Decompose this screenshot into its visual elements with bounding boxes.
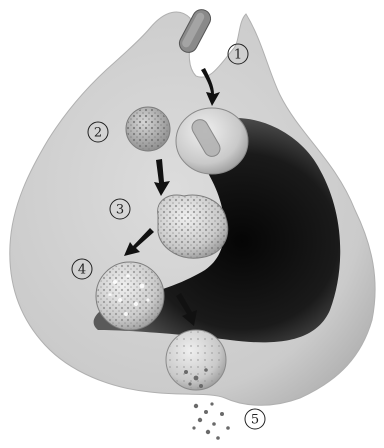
svg-text:1: 1	[234, 48, 242, 63]
lysosome	[126, 107, 170, 151]
released-debris	[192, 402, 229, 439]
step-label-5: 5	[245, 409, 265, 429]
phagolysosome	[158, 195, 228, 258]
svg-text:4: 4	[78, 263, 86, 278]
digestion-vesicle	[96, 262, 164, 330]
svg-text:5: 5	[251, 413, 259, 428]
phagosome-1	[176, 108, 248, 174]
svg-text:2: 2	[94, 126, 102, 141]
svg-text:3: 3	[116, 203, 124, 218]
exocytosis-vesicle	[166, 330, 226, 390]
